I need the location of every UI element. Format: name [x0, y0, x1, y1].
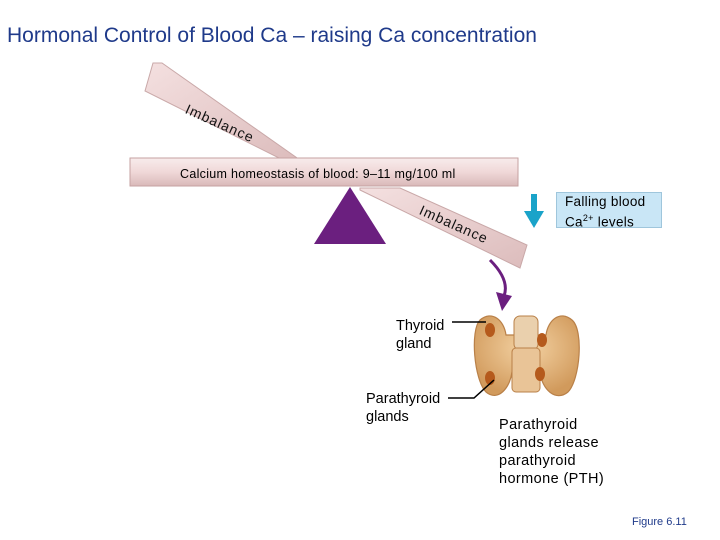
stimulus-label-line2: Ca2+ levels [565, 213, 635, 230]
figure-reference: Figure 6.11 [632, 516, 687, 528]
stimulus-label-box: Falling blood Ca2+ levels [556, 192, 662, 230]
thyroid-label: Thyroid gland [396, 318, 445, 352]
fulcrum [314, 187, 386, 244]
pth-release-label: Parathyroid glands release parathyroid h… [499, 417, 605, 487]
parathyroid-label: Parathyroid glands [366, 391, 441, 425]
parathyroid-leader-line [448, 379, 495, 399]
homeostasis-bar [129, 157, 519, 187]
stimulus-arrow [524, 194, 544, 228]
stimulus-label-line1: Falling blood [565, 194, 646, 209]
homeostasis-bar-label: Calcium homeostasis of blood: 9–11 mg/10… [180, 167, 456, 181]
tilted-bar-lower [359, 187, 528, 269]
tilted-bar-upper [144, 62, 302, 161]
response-arrow [488, 258, 512, 311]
page-title: Hormonal Control of Blood Ca – raising C… [7, 24, 537, 47]
thyroid-gland-illustration [473, 315, 580, 397]
